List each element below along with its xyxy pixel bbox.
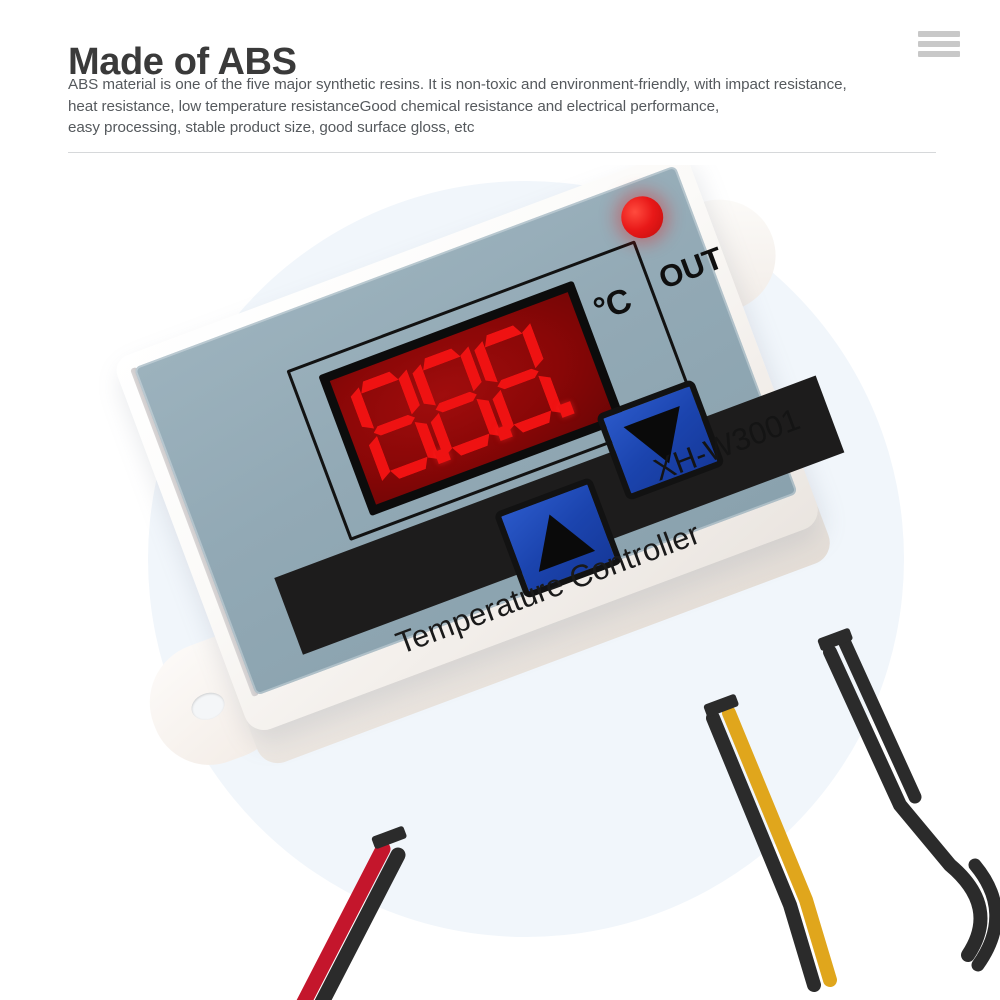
power-led-indicator [615,190,670,245]
page-header: Made of ABS ABS material is one of the f… [0,0,1000,165]
page-title: Made of ABS [68,41,297,84]
output-label: OUT [654,240,728,296]
menu-bar [918,41,960,47]
decimal-point [557,401,575,418]
header-divider [68,152,936,153]
product-image-stage: °C OUT Temperature Controller XH-W3001 [0,165,1000,1000]
menu-bar [918,51,960,57]
product-description: ABS material is one of the five major sy… [68,74,948,139]
control-faceplate: °C OUT Temperature Controller XH-W3001 [133,165,845,696]
menu-bar [918,31,960,37]
description-line: heat resistance, low temperature resista… [68,97,720,115]
hamburger-menu-icon[interactable] [918,28,960,60]
description-line: easy processing, stable product size, go… [68,119,475,136]
description-line: ABS material is one of the five major sy… [68,76,847,93]
